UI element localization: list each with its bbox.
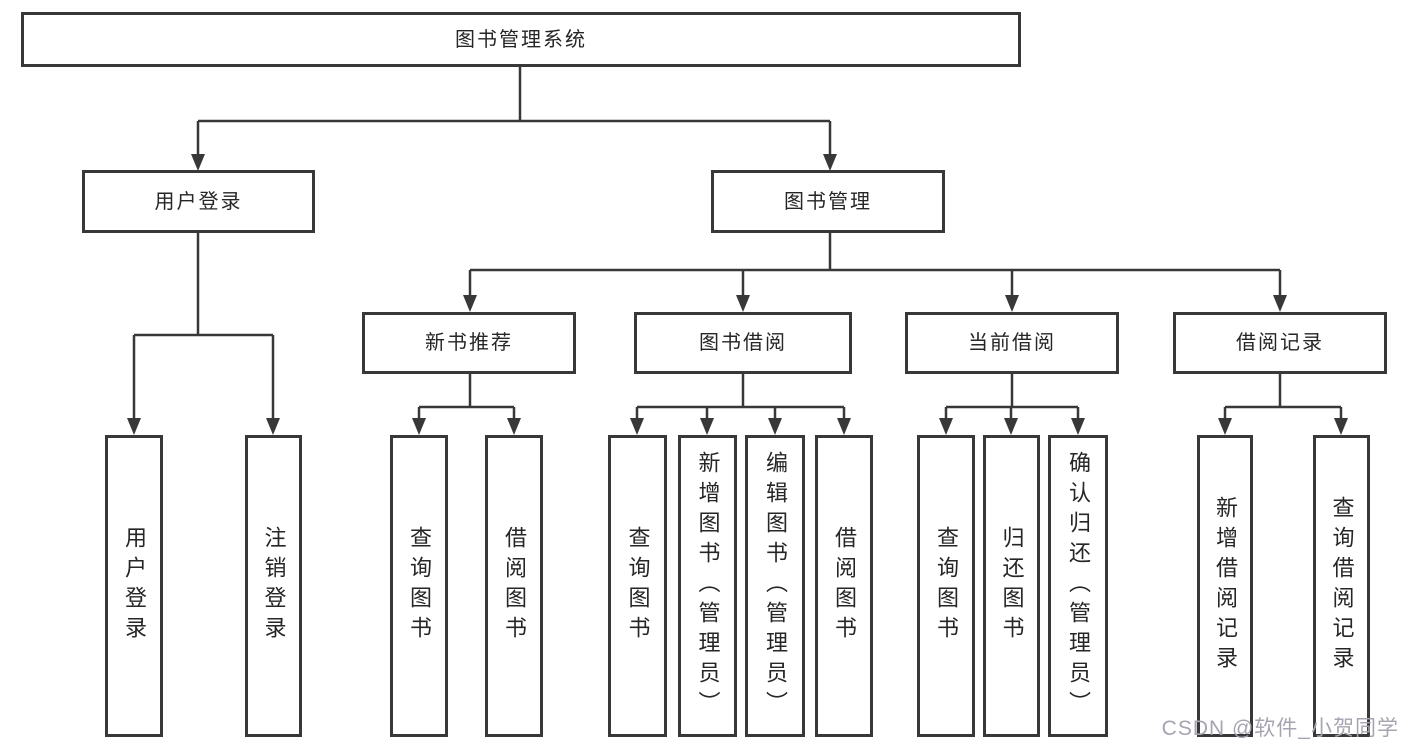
node-label: 新增图书（管理员）	[695, 451, 721, 721]
leaf-confirm-return-admin: 确认归还（管理员）	[1048, 435, 1108, 737]
node-label: 用户登录	[154, 190, 243, 213]
edge-borrow-to-leaves	[635, 373, 846, 420]
node-system-root: 图书管理系统	[21, 12, 1021, 67]
arrow-icon	[266, 418, 280, 435]
edge-current-to-leaves	[944, 373, 1080, 420]
leaf-query-books-current: 查询图书	[917, 435, 975, 737]
arrow-icon	[1218, 418, 1232, 435]
arrow-icon	[700, 418, 714, 435]
arrow-icon	[1071, 418, 1085, 435]
leaf-query-books-recommend: 查询图书	[390, 435, 448, 737]
arrow-icon	[463, 295, 477, 312]
node-label: 新书推荐	[425, 332, 513, 354]
node-label: 用户登录	[122, 526, 147, 646]
leaf-borrow-books: 借阅图书	[815, 435, 873, 737]
arrow-icon	[1273, 295, 1287, 312]
node-label: 借阅图书	[502, 526, 527, 646]
arrow-icon	[1004, 418, 1018, 435]
arrow-icon	[412, 418, 426, 435]
node-borrow-records: 借阅记录	[1173, 312, 1387, 374]
csdn-watermark: CSDN @软件_小贺同学	[1161, 717, 1399, 740]
node-label: 归还图书	[999, 526, 1025, 646]
arrow-icon	[823, 154, 837, 171]
node-label: 查询图书	[407, 526, 432, 646]
node-book-borrow: 图书借阅	[634, 312, 852, 374]
arrow-icon	[768, 418, 782, 435]
leaf-user-login: 用户登录	[105, 435, 163, 737]
node-label: 注销登录	[261, 526, 287, 646]
arrow-icon	[1334, 418, 1348, 435]
arrow-icon	[507, 418, 521, 435]
leaf-return-book: 归还图书	[983, 435, 1040, 737]
leaf-logout: 注销登录	[245, 435, 302, 737]
arrow-icon	[191, 154, 205, 171]
node-new-book-recommend: 新书推荐	[362, 312, 576, 374]
leaf-query-borrow-record: 查询借阅记录	[1313, 435, 1370, 737]
node-user-login: 用户登录	[82, 170, 315, 233]
node-label: 借阅图书	[832, 526, 857, 646]
leaf-query-books-borrow: 查询图书	[608, 435, 667, 737]
node-current-borrow: 当前借阅	[905, 312, 1119, 374]
node-label: 查询图书	[934, 526, 959, 646]
arrow-icon	[939, 418, 953, 435]
node-label: 当前借阅	[968, 332, 1056, 354]
arrow-icon	[127, 418, 141, 435]
edge-records-to-leaves	[1223, 373, 1343, 420]
leaf-add-book-admin: 新增图书（管理员）	[678, 435, 737, 737]
node-label: 图书借阅	[699, 332, 787, 354]
node-label: 查询借阅记录	[1329, 496, 1355, 676]
leaf-borrow-books-recommend: 借阅图书	[485, 435, 543, 737]
arrow-icon	[736, 295, 750, 312]
node-label: 借阅记录	[1236, 332, 1324, 354]
node-label: 编辑图书（管理员）	[763, 451, 788, 721]
edge-mgmt-to-level3	[468, 232, 1282, 297]
node-label: 图书管理系统	[455, 28, 587, 51]
edge-login-to-leaves	[132, 232, 275, 420]
arrow-icon	[630, 418, 644, 435]
node-label: 查询图书	[625, 526, 651, 646]
node-label: 新增借阅记录	[1213, 496, 1238, 676]
arrow-icon	[1005, 295, 1019, 312]
node-label: 图书管理	[784, 190, 872, 213]
edge-newbook-to-leaves	[417, 373, 516, 420]
arrow-icon	[837, 418, 851, 435]
edge-root-to-level2	[196, 67, 832, 156]
node-book-management: 图书管理	[711, 170, 945, 233]
leaf-edit-book-admin: 编辑图书（管理员）	[745, 435, 805, 737]
leaf-add-borrow-record: 新增借阅记录	[1197, 435, 1253, 737]
node-label: 确认归还（管理员）	[1066, 451, 1091, 721]
